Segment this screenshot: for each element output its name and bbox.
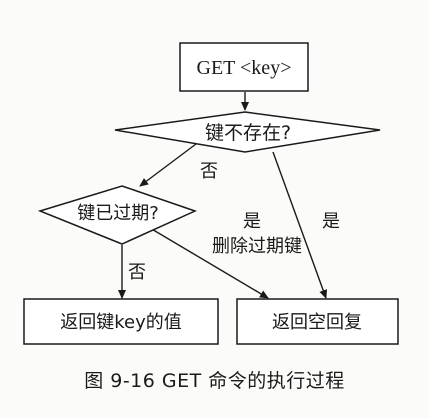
- decision-key-expired-label: 键已过期?: [77, 203, 159, 224]
- edge-label-d1-no: 否: [200, 161, 218, 182]
- end-node-return-empty-label: 返回空回复: [272, 312, 362, 333]
- start-node: [179, 42, 309, 92]
- decision-key-expired: [37, 185, 198, 245]
- decision-key-missing-label: 键不存在?: [205, 122, 291, 144]
- edge-d1-to-d2: [139, 143, 197, 187]
- start-node-label: GET <key>: [197, 57, 292, 79]
- edge-label-d2-yes: 是: [243, 211, 261, 232]
- end-node-return-value-label: 返回键key的值: [60, 312, 182, 333]
- edge-d1-to-empty: [272, 151, 328, 299]
- edge-label-d2-no: 否: [128, 262, 146, 283]
- decision-key-missing: [114, 111, 381, 153]
- edge-label-d1-yes: 是: [322, 211, 340, 232]
- end-node-return-value: [23, 298, 219, 345]
- figure-caption: 图 9-16 GET 命令的执行过程: [84, 370, 345, 392]
- end-node-return-empty: [236, 298, 399, 345]
- edge-d2-to-empty: [149, 227, 269, 299]
- edge-label-d2-action: 删除过期键: [212, 236, 302, 257]
